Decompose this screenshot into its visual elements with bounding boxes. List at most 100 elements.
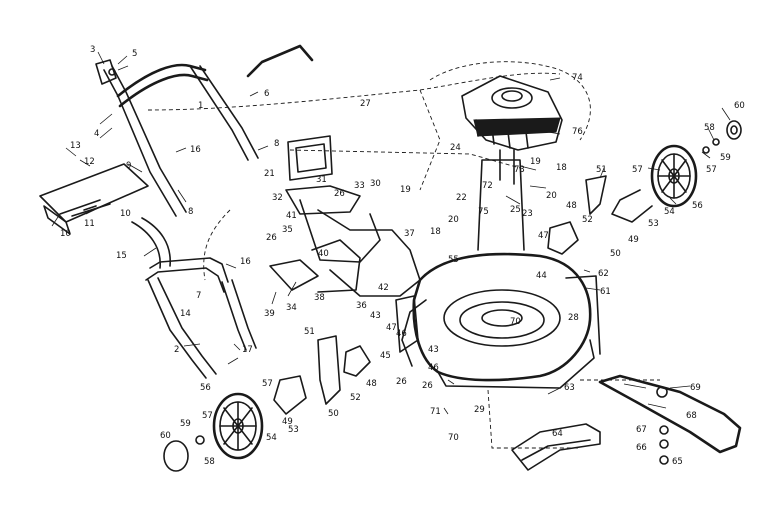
callout-46b: 46 xyxy=(428,363,439,373)
callout-67: 67 xyxy=(636,425,647,435)
callout-69: 69 xyxy=(690,383,701,393)
callout-3: 3 xyxy=(90,45,95,55)
callout-56b: 56 xyxy=(692,201,703,211)
callout-10b: 10 xyxy=(120,209,131,219)
upper-handle xyxy=(95,44,314,217)
callout-51b: 51 xyxy=(596,165,607,175)
callout-48: 48 xyxy=(366,379,377,389)
callout-50b: 50 xyxy=(610,249,621,259)
callout-6: 6 xyxy=(264,89,269,99)
callout-71: 71 xyxy=(430,407,441,417)
callout-35: 35 xyxy=(282,225,293,235)
callout-75: 75 xyxy=(478,207,489,217)
callout-37: 37 xyxy=(404,229,415,239)
callout-7: 7 xyxy=(196,291,201,301)
callout-52: 52 xyxy=(350,393,361,403)
callout-11: 11 xyxy=(84,219,95,229)
callout-60b: 60 xyxy=(734,101,745,111)
callout-13: 13 xyxy=(70,141,81,151)
callout-26: 26 xyxy=(334,189,345,199)
callout-46: 46 xyxy=(396,329,407,339)
callout-40: 40 xyxy=(318,249,329,259)
callout-26c: 26 xyxy=(396,377,407,387)
callout-43b: 43 xyxy=(428,345,439,355)
callout-68: 68 xyxy=(686,411,697,421)
callout-57: 57 xyxy=(262,379,273,389)
callout-57d: 57 xyxy=(706,165,717,175)
callout-62: 62 xyxy=(598,269,609,279)
callout-24: 24 xyxy=(450,143,461,153)
callout-59b: 59 xyxy=(720,153,731,163)
callout-48b: 48 xyxy=(566,201,577,211)
callout-25: 25 xyxy=(510,205,521,215)
callout-8: 8 xyxy=(274,139,279,149)
callout-43: 43 xyxy=(370,311,381,321)
callout-17: 17 xyxy=(242,345,253,355)
callout-55: 55 xyxy=(448,255,459,265)
callout-23: 23 xyxy=(522,209,533,219)
callout-49: 49 xyxy=(282,417,293,427)
callout-54: 54 xyxy=(266,433,277,443)
front-wheel-icon xyxy=(163,335,341,472)
control-bracket xyxy=(269,135,421,297)
callout-29: 29 xyxy=(474,405,485,415)
callout-5: 5 xyxy=(132,49,137,59)
callout-61: 61 xyxy=(600,287,611,297)
callout-22: 22 xyxy=(456,193,467,203)
callout-53b: 53 xyxy=(648,219,659,229)
callout-33: 33 xyxy=(354,181,365,191)
callout-18b: 18 xyxy=(430,227,441,237)
callout-58: 58 xyxy=(204,457,215,467)
callout-12: 12 xyxy=(84,157,95,167)
callout-14: 14 xyxy=(180,309,191,319)
callout-19: 19 xyxy=(530,157,541,167)
callout-8b: 8 xyxy=(188,207,193,217)
callout-31: 31 xyxy=(316,175,327,185)
callout-4: 4 xyxy=(94,129,99,139)
callout-32: 32 xyxy=(272,193,283,203)
callout-26d: 26 xyxy=(422,381,433,391)
callout-39: 39 xyxy=(264,309,275,319)
callout-50: 50 xyxy=(328,409,339,419)
callout-64: 64 xyxy=(552,429,563,439)
callout-49b: 49 xyxy=(628,235,639,245)
callout-63: 63 xyxy=(564,383,575,393)
callout-15: 15 xyxy=(116,251,127,261)
callout-56: 56 xyxy=(200,383,211,393)
callout-47: 47 xyxy=(386,323,397,333)
callout-53: 53 xyxy=(288,425,299,435)
callout-2: 2 xyxy=(174,345,179,355)
callout-66: 66 xyxy=(636,443,647,453)
callout-44: 44 xyxy=(536,271,547,281)
callout-20b: 20 xyxy=(448,215,459,225)
callout-18: 18 xyxy=(556,163,567,173)
callout-54b: 54 xyxy=(664,207,675,217)
callout-59: 59 xyxy=(180,419,191,429)
callout-58b: 58 xyxy=(704,123,715,133)
callout-57b: 57 xyxy=(202,411,213,421)
callout-73: 73 xyxy=(514,165,525,175)
callout-34: 34 xyxy=(286,303,297,313)
callout-38: 38 xyxy=(314,293,325,303)
callout-47b: 47 xyxy=(538,231,549,241)
callout-16b: 16 xyxy=(240,257,251,267)
callout-36: 36 xyxy=(356,301,367,311)
baffle-plate xyxy=(511,423,601,471)
engine-icon xyxy=(461,75,563,185)
lower-handle xyxy=(131,217,257,379)
callout-52b: 52 xyxy=(582,215,593,225)
callout-41: 41 xyxy=(286,211,297,221)
callout-9: 9 xyxy=(126,161,131,171)
callout-65: 65 xyxy=(672,457,683,467)
callout-28: 28 xyxy=(568,313,579,323)
callout-72: 72 xyxy=(482,181,493,191)
callout-57c: 57 xyxy=(632,165,643,175)
blade-icon xyxy=(598,374,742,465)
callout-26b: 26 xyxy=(266,233,277,243)
callout-45: 45 xyxy=(380,351,391,361)
callout-27: 27 xyxy=(360,99,371,109)
callout-1: 1 xyxy=(198,101,203,111)
wheel-icon xyxy=(585,120,742,223)
callout-42: 42 xyxy=(378,283,389,293)
